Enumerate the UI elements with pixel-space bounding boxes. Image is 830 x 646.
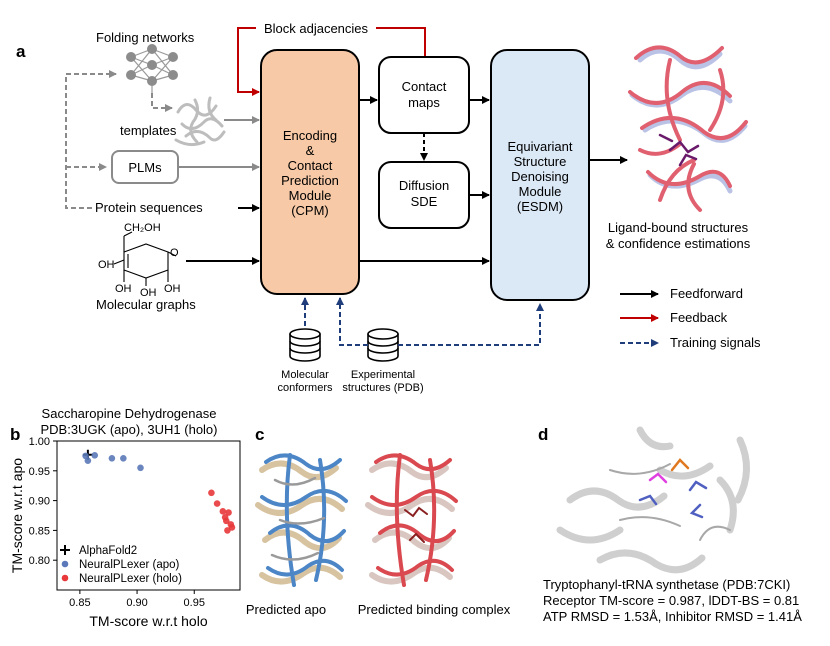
ring-oxygen-label: O [170,247,179,259]
output-label-1: Ligand-bound structures [608,220,749,235]
molecular-graphs-label: Molecular graphs [96,297,196,312]
diffusion-label-1: Diffusion [399,178,449,193]
protein-sequences-label: Protein sequences [95,200,203,215]
panel-d-caption-line2: Receptor TM-score = 0.987, lDDT-BS = 0.8… [543,593,799,608]
data-point [137,464,144,472]
ch2oh-label: CH₂OH [124,222,161,234]
pdb-to-esdm-training-arrow [398,303,544,346]
y-tick-label: 0.85 [29,525,50,537]
contact-maps-label-1: Contact [402,79,447,94]
ligand-bound-structure-image [628,45,748,212]
experimental-structures-label-1: Experimental [351,369,415,381]
y-tick-label: 0.90 [29,496,50,508]
oh-label-3: OH [140,287,157,299]
x-tick-label: 0.90 [126,597,147,609]
oh-label-1: OH [98,259,115,271]
panel-b-label: b [10,425,20,444]
esdm-box [490,49,590,301]
cpm-box [260,49,360,295]
feedback-label-bg [256,18,376,38]
svg-text:(CPM): (CPM) [291,203,329,218]
templates-label: templates [120,123,177,138]
molecular-conformers-label-2: conformers [277,382,333,394]
experimental-structures-label-2: structures (PDB) [342,382,423,394]
pdb-to-cpm-training-arrow [336,297,368,346]
panel-a-label: a [16,42,26,61]
svg-text:Module: Module [519,184,562,199]
svg-text:Equivariant: Equivariant [507,139,572,154]
legend-label: NeuralPLexer (holo) [79,573,182,585]
folding-networks-label: Folding networks [96,30,195,45]
esdm-label: Equivariant Structure Denoising Module (… [507,139,572,214]
y-axis-label: TM-score w.r.t apo [9,458,25,573]
x-tick-label: 0.95 [184,597,205,609]
chart-title-line2: PDB:3UGK (apo), 3UH1 (holo) [40,422,217,437]
diffusion-label-2: SDE [411,194,438,209]
chart-title-line1: Saccharopine Dehydrogenase [42,406,217,421]
svg-text:Module: Module [289,188,332,203]
data-point [225,509,232,516]
legend-marker [60,545,70,555]
data-point [91,452,99,459]
legend-marker [61,574,69,582]
data-point [224,527,231,534]
y-tick-label: 0.80 [29,555,50,567]
sequence-dashed-bracket [65,70,117,209]
svg-text:&: & [306,143,315,158]
svg-text:Denoising: Denoising [511,169,569,184]
experimental-structures-database-icon [367,328,399,362]
feedback-loop-arrow [237,27,426,96]
contact-maps-label-2: maps [408,95,440,110]
plot-frame [56,440,241,591]
predicted-apo-structure-image [255,453,348,587]
molecular-conformers-label-1: Molecular [281,369,329,381]
neural-network-icon [126,44,178,93]
x-axis-label: TM-score w.r.t holo [89,613,207,629]
data-point [84,457,92,464]
tryptophanyl-trna-synthetase-image [556,426,751,574]
data-point [120,454,127,462]
oh-label-4: OH [164,283,181,295]
template-structure-icon [174,96,226,147]
svg-text:Encoding: Encoding [283,128,337,143]
plms-label: PLMs [128,160,162,175]
molecular-graph-icon [113,231,177,286]
data-point [222,517,230,525]
legend-feedforward-label: Feedforward [670,286,743,301]
predicted-apo-caption: Predicted apo [246,602,326,617]
data-point [208,489,215,497]
panel-d-caption-line3: ATP RMSD = 1.53Å, Inhibitor RMSD = 1.41Å [543,609,802,624]
output-label-2: & confidence estimations [606,236,751,251]
y-tick-label: 1.00 [29,436,50,448]
panel-d-caption-line1: Tryptophanyl-tRNA synthetase (PDB:7CKI) [543,577,790,592]
data-point [213,500,221,507]
predicted-complex-structure-image [365,453,458,587]
panel-d-label: d [538,425,548,444]
scatter-chart: 0.85 0.90 0.95 0.80 0.85 0.90 0.95 1.00TM-score… [9,436,241,629]
data-point [219,508,227,515]
predicted-complex-caption: Predicted binding complex [358,602,511,617]
panel-c-label: c [255,425,264,444]
network-to-template-arrow [151,93,173,112]
x-tick-label: 0.85 [69,597,90,609]
legend-training-label: Training signals [670,335,761,350]
data-point [108,454,116,462]
legend-marker [61,560,69,568]
svg-text:Contact: Contact [288,158,333,173]
svg-text:Prediction: Prediction [281,173,339,188]
svg-text:(ESDM): (ESDM) [517,199,563,214]
cpm-label: Encoding & Contact Prediction Module (CP… [281,128,339,218]
y-tick-label: 0.95 [29,466,50,478]
svg-text:Structure: Structure [514,154,567,169]
oh-label-2: OH [115,283,132,295]
molecular-conformers-database-icon [289,328,321,362]
legend-label: AlphaFold2 [79,545,137,557]
block-adjacencies-label: Block adjacencies [264,21,369,36]
legend-label: NeuralPLexer (apo) [79,559,180,571]
legend-feedback-label: Feedback [670,310,728,325]
